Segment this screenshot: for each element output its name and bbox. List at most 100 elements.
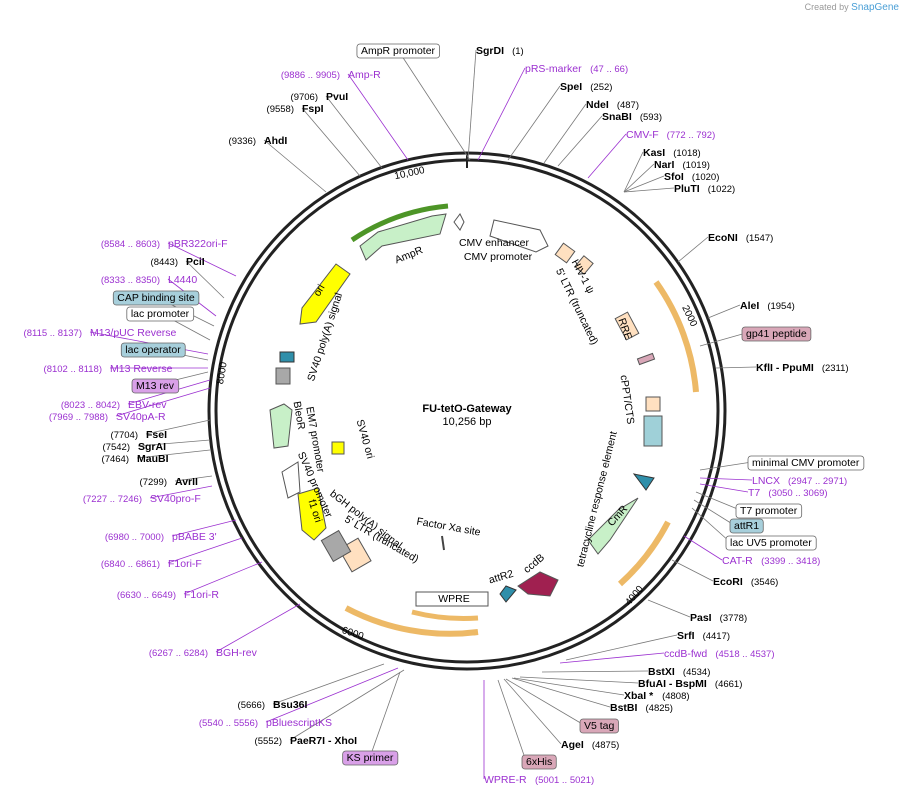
label-cat-r[interactable]: CAT-R(3399 .. 3418) (722, 555, 820, 567)
label-lac-operator[interactable]: lac operator (120, 342, 186, 358)
label-ccdb-fwd[interactable]: ccdB-fwd(4518 .. 4537) (664, 648, 774, 660)
feature-track (269, 152, 699, 637)
bleor-arrow[interactable] (269, 403, 293, 449)
label-t7[interactable]: T7(3050 .. 3069) (748, 487, 828, 499)
sv40-ori-box[interactable] (331, 441, 345, 455)
bgh-box[interactable] (320, 529, 352, 563)
label-sfoi[interactable]: SfoI(1020) (664, 171, 719, 183)
label-cap-binding-site[interactable]: CAP binding site (112, 290, 200, 306)
label-t7-promoter[interactable]: T7 promoter (735, 503, 803, 519)
label-wpre-r[interactable]: WPRE-R(5001 .. 5021) (484, 774, 594, 786)
label-sv40pa-r[interactable]: SV40pA-R(7969 .. 7988) (49, 411, 166, 423)
label-lac-uv5-promoter[interactable]: lac UV5 promoter (725, 535, 817, 551)
label-spei[interactable]: SpeI(252) (560, 81, 612, 93)
wpre-orf-arc[interactable] (344, 605, 479, 637)
label-amp-r[interactable]: Amp-R(9886 .. 9905) (281, 69, 381, 81)
tre-box[interactable] (643, 415, 663, 447)
label-avrii[interactable]: AvrII(7299) (140, 476, 199, 488)
cmr-arrow[interactable] (587, 497, 639, 555)
wpre-orf-arc-2[interactable] (411, 609, 479, 621)
label-pbluescriptks[interactable]: pBluescriptKS(5540 .. 5556) (199, 717, 332, 729)
cmr-orf-arc[interactable] (653, 280, 699, 393)
label-ahdi[interactable]: AhdI(9336) (229, 135, 288, 147)
label-gp41-peptide[interactable]: gp41 peptide (741, 326, 812, 342)
site-position-spei: (252) (590, 82, 612, 93)
ori-arrow[interactable] (299, 263, 351, 325)
feature-label-minimal-cmv-promoter: minimal CMV promoter (752, 457, 860, 469)
label-agei[interactable]: AgeI(4875) (561, 739, 619, 751)
label-attr1[interactable]: attR1 (729, 518, 764, 534)
wpre-box[interactable] (415, 591, 489, 607)
label-ampr-promoter[interactable]: AmpR promoter (356, 43, 440, 59)
label-pcii[interactable]: PciI(8443) (151, 256, 205, 268)
site-position-m13-puc-reverse: (8115 .. 8137) (24, 328, 82, 339)
label-m13-puc-reverse[interactable]: M13/pUC Reverse(8115 .. 8137) (24, 327, 177, 339)
label-m13-rev[interactable]: M13 rev (131, 378, 180, 394)
label-ecori[interactable]: EcoRI(3546) (713, 576, 778, 588)
leader-fsei (145, 419, 211, 435)
label-kasi[interactable]: KasI(1018) (643, 147, 701, 159)
label-paer7i-xhoi[interactable]: PaeR7I - XhoI(5552) (255, 735, 358, 747)
ccdb-arrow[interactable] (517, 571, 559, 597)
label-srfi[interactable]: SrfI(4417) (677, 630, 730, 642)
label-kfli-ppumi[interactable]: KflI - PpuMI(2311) (756, 362, 849, 374)
label-lncx[interactable]: LNCX(2947 .. 2971) (752, 475, 847, 487)
ampr-promoter-arrow[interactable] (453, 213, 465, 231)
label-6xhis[interactable]: 6xHis (521, 754, 557, 770)
label-prs-marker[interactable]: pRS-marker(47 .. 66) (525, 63, 628, 75)
label-pasi[interactable]: PasI(3778) (690, 612, 747, 624)
sv40-promoter-arrow[interactable] (281, 461, 301, 499)
attr1-arrow[interactable] (632, 473, 655, 491)
label-xbai[interactable]: XbaI *(4808) (624, 690, 690, 702)
label-bsu36i[interactable]: Bsu36I(5666) (238, 699, 308, 711)
cmv-enhancer-arrow[interactable] (489, 219, 549, 253)
label-econi[interactable]: EcoNI(1547) (708, 232, 773, 244)
label-ndei[interactable]: NdeI(487) (586, 99, 639, 111)
label-snabi[interactable]: SnaBI(593) (602, 111, 662, 123)
label-sgrdi[interactable]: SgrDI(1) (476, 45, 524, 57)
attr2-arrow[interactable] (499, 585, 517, 603)
ampr-orf-arc[interactable] (350, 203, 449, 243)
hiv-psi-box[interactable] (554, 242, 576, 264)
label-lac-promoter[interactable]: lac promoter (126, 306, 195, 322)
inner-label-ori: ori (311, 282, 327, 298)
label-pluti[interactable]: PluTI(1022) (674, 183, 735, 195)
cppt-box[interactable] (645, 396, 661, 412)
factor-xa-line[interactable] (441, 535, 445, 551)
label-maubi[interactable]: MauBI(7464) (102, 453, 169, 465)
label-bgh-rev[interactable]: BGH-rev(6267 .. 6284) (149, 647, 258, 659)
rre-box[interactable] (614, 311, 640, 341)
label-cmv-f[interactable]: CMV-F(772 .. 792) (626, 129, 715, 141)
label-sv40pro-f[interactable]: SV40pro-F(7227 .. 7246) (83, 493, 201, 505)
label-f1ori-f[interactable]: F1ori-F(6840 .. 6861) (101, 558, 202, 570)
label-v5-tag[interactable]: V5 tag (579, 718, 619, 734)
label-bfuai-bspmi[interactable]: BfuAI - BspMI(4661) (638, 678, 742, 690)
label-bstbi[interactable]: BstBI(4825) (610, 702, 673, 714)
label-sgrai[interactable]: SgrAI(7542) (103, 441, 167, 453)
f1ori-arrow[interactable] (297, 487, 327, 541)
site-position-prs-marker: (47 .. 66) (590, 64, 628, 75)
label-nari[interactable]: NarI(1019) (654, 159, 710, 171)
lac-box[interactable] (279, 351, 295, 363)
cmr-orf-arc-2[interactable] (617, 520, 671, 587)
label-alei[interactable]: AleI(1954) (740, 300, 795, 312)
label-fspi[interactable]: FspI(9558) (267, 103, 324, 115)
label-l4440[interactable]: L4440(8333 .. 8350) (101, 274, 198, 286)
label-fsei[interactable]: FseI(7704) (111, 429, 168, 441)
label-bstxi[interactable]: BstXI(4534) (648, 666, 710, 678)
label-m13-reverse[interactable]: M13 Reverse(8102 .. 8118) (44, 363, 173, 375)
label-pbr322ori-f[interactable]: pBR322ori-F(8584 .. 8603) (101, 238, 228, 250)
ampr-arrow[interactable] (359, 213, 447, 261)
feature-box-ks-primer (342, 750, 399, 766)
label-ebv-rev[interactable]: EBV-rev(8023 .. 8042) (61, 399, 167, 411)
ltr-box[interactable] (574, 255, 594, 275)
site-name-bfuai-bspmi: BfuAI - BspMI (638, 678, 707, 690)
label-minimal-cmv-promoter[interactable]: minimal CMV promoter (747, 455, 865, 471)
gp41-box[interactable] (636, 352, 656, 366)
label-f1ori-r[interactable]: F1ori-R(6630 .. 6649) (117, 589, 220, 601)
label-pvui[interactable]: PvuI(9706) (291, 91, 349, 103)
leader-t7 (699, 483, 749, 493)
label-pbabe-3[interactable]: pBABE 3'(6980 .. 7000) (105, 531, 217, 543)
label-ks-primer[interactable]: KS primer (342, 750, 399, 766)
sv40-polya-box[interactable] (275, 367, 291, 385)
